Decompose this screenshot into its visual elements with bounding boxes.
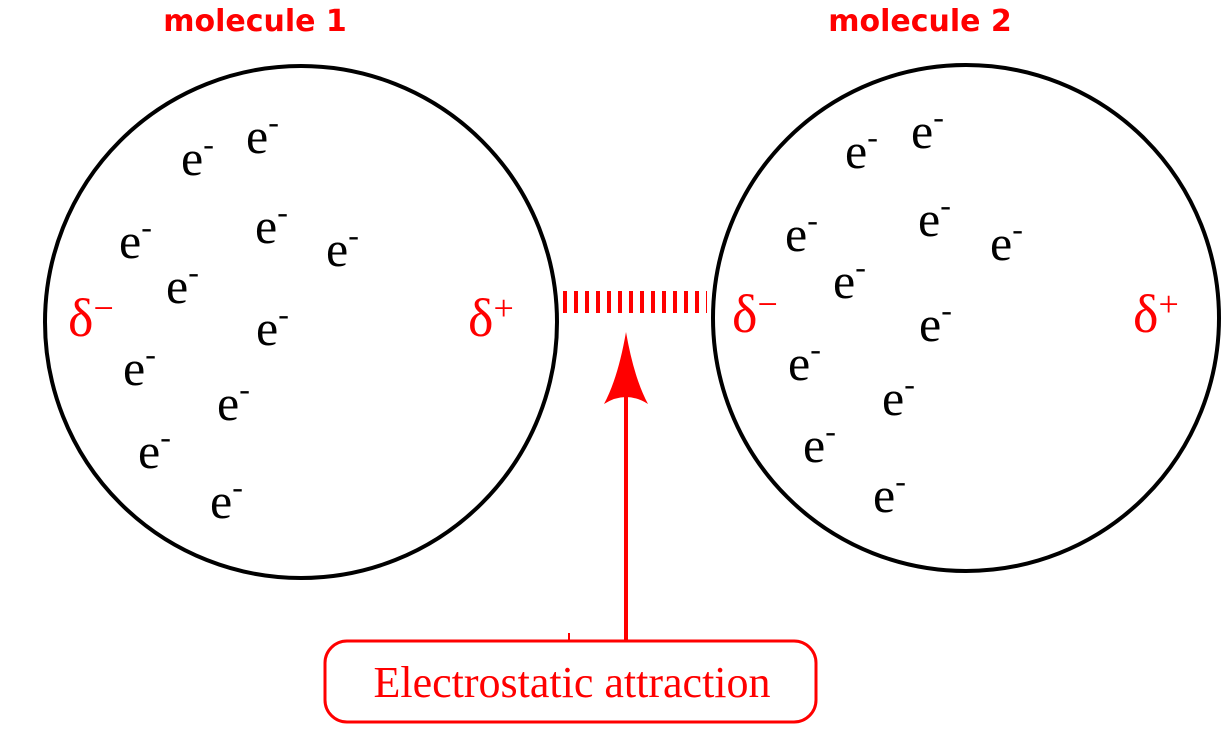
electron-label: e- [785, 202, 818, 262]
electron-label: e- [882, 366, 915, 426]
molecule-1-title: molecule 1 [163, 4, 347, 39]
electron-label: e- [845, 119, 878, 179]
electron-label: e- [833, 249, 866, 309]
molecule-2: molecule 2 e-e-e-e-e-e-e-e-e-e-e- δ− δ+ [711, 4, 1221, 573]
molecule-1-electrons: e-e-e-e-e-e-e-e-e-e-e- [119, 104, 359, 529]
electron-label: e- [873, 463, 906, 523]
electron-label: e- [256, 296, 289, 356]
attraction-callout: Electrostatic attraction [323, 639, 818, 724]
electron-label: e- [181, 126, 214, 186]
molecule-2-negative-pole: δ− [732, 284, 778, 344]
electron-label: e- [990, 211, 1023, 271]
electron-label: e- [803, 413, 836, 473]
molecule-1: molecule 1 e-e-e-e-e-e-e-e-e-e-e- δ− δ+ [43, 4, 559, 580]
electron-label: e- [138, 419, 171, 479]
molecule-2-positive-pole: δ+ [1133, 284, 1179, 344]
molecule-2-electrons: e-e-e-e-e-e-e-e-e-e-e- [785, 99, 1023, 523]
electron-label: e- [166, 254, 199, 314]
callout-box [323, 639, 818, 724]
electron-label: e- [123, 336, 156, 396]
electron-label: e- [911, 99, 944, 159]
arrow-head-icon [604, 332, 648, 404]
electron-label: e- [918, 187, 951, 247]
electron-label: e- [788, 331, 821, 391]
callout-label: Electrostatic attraction [373, 658, 770, 707]
electron-label: e- [326, 217, 359, 277]
molecule-2-title: molecule 2 [828, 4, 1012, 39]
electron-label: e- [119, 209, 152, 269]
molecule-1-positive-pole: δ+ [468, 288, 514, 348]
electron-label: e- [217, 371, 250, 431]
molecule-2-boundary [711, 63, 1221, 573]
electron-label: e- [919, 292, 952, 352]
molecule-1-negative-pole: δ− [68, 288, 114, 348]
electron-label: e- [210, 469, 243, 529]
attraction-arrow [604, 332, 648, 640]
electron-label: e- [246, 104, 279, 164]
molecule-1-boundary [43, 64, 559, 580]
electron-label: e- [255, 194, 288, 254]
